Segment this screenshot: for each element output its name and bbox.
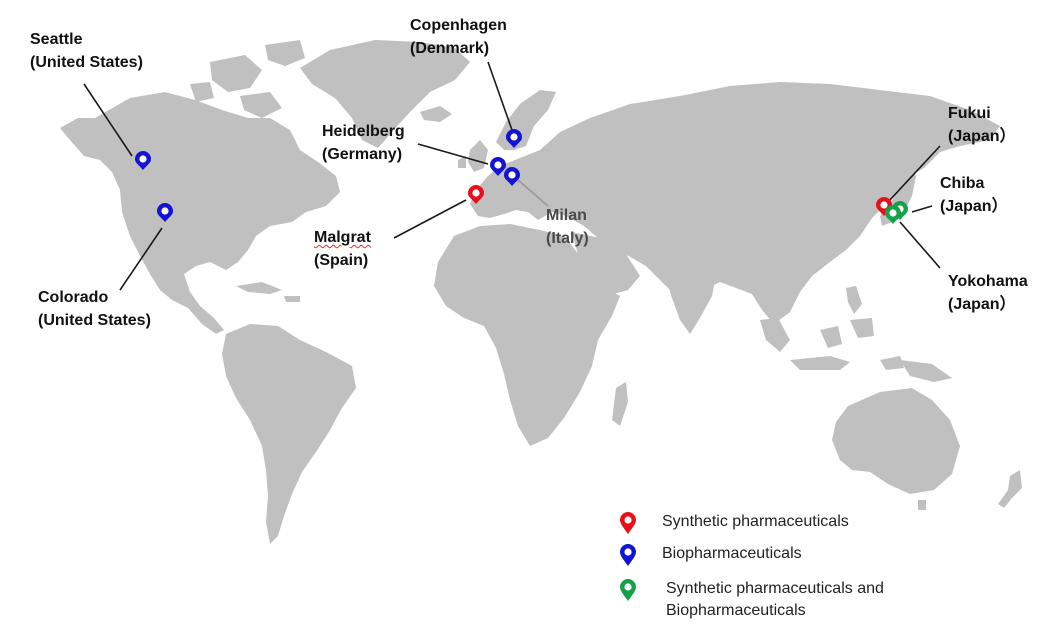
blue-pin-icon bbox=[620, 544, 636, 566]
colorado-country: (United States) bbox=[38, 312, 151, 329]
chiba-city: Chiba bbox=[940, 175, 985, 192]
malgrat-pin-marker bbox=[468, 185, 484, 204]
legend-label-synthetic: Synthetic pharmaceuticals bbox=[662, 513, 849, 530]
yokohama-label: Yokohama (Japan） bbox=[948, 270, 1028, 316]
chiba-leader-line bbox=[911, 205, 933, 213]
heidelberg-city: Heidelberg bbox=[322, 123, 405, 140]
milan-leader-line bbox=[517, 179, 549, 207]
philippines-landmass bbox=[846, 286, 862, 314]
uk-landmass bbox=[458, 140, 488, 172]
legend-label-both-line2: Biopharmaceuticals bbox=[666, 602, 806, 619]
copenhagen-pin-marker bbox=[506, 129, 522, 148]
red-pin-icon bbox=[620, 512, 636, 534]
copenhagen-leader-line bbox=[487, 61, 513, 131]
arctic-islands-landmass bbox=[190, 40, 305, 118]
indonesia-landmass bbox=[760, 318, 904, 370]
malgrat-country: (Spain) bbox=[314, 252, 369, 269]
legend-item-both: Synthetic pharmaceuticals and Biopharmac… bbox=[618, 578, 884, 622]
malgrat-city: Malgrat bbox=[314, 229, 371, 246]
heidelberg-leader-line bbox=[417, 143, 489, 165]
malgrat-leader-line bbox=[393, 199, 467, 239]
fukui-label: Fukui (Japan） bbox=[948, 102, 1016, 148]
north-america-landmass bbox=[70, 92, 340, 334]
milan-label: Milan (Italy) bbox=[546, 204, 589, 250]
malgrat-label: Malgrat (Spain) bbox=[314, 226, 371, 272]
australia-landmass bbox=[832, 388, 960, 494]
south-america-landmass bbox=[222, 324, 356, 544]
greenland-landmass bbox=[300, 40, 470, 148]
chiba-label: Chiba (Japan） bbox=[940, 172, 1008, 218]
alaska-landmass bbox=[60, 118, 95, 140]
colorado-pin-marker bbox=[157, 203, 173, 222]
fukui-city: Fukui bbox=[948, 105, 991, 122]
milan-city: Milan bbox=[546, 207, 587, 224]
green-pin-icon bbox=[620, 579, 636, 601]
caribbean-landmass bbox=[236, 282, 300, 302]
africa-landmass bbox=[434, 224, 620, 446]
colorado-label: Colorado (United States) bbox=[38, 286, 151, 332]
copenhagen-city: Copenhagen bbox=[410, 17, 507, 34]
copenhagen-country: (Denmark) bbox=[410, 40, 490, 57]
colorado-city: Colorado bbox=[38, 289, 109, 306]
seattle-pin-marker bbox=[135, 151, 151, 170]
seattle-country: (United States) bbox=[30, 54, 143, 71]
scandinavia-landmass bbox=[496, 90, 556, 150]
seattle-leader-line bbox=[83, 83, 133, 157]
seattle-city: Seattle bbox=[30, 31, 83, 48]
yokohama-country: (Japan） bbox=[948, 296, 1016, 313]
colorado-leader-line bbox=[119, 227, 163, 291]
heidelberg-pin-marker bbox=[490, 157, 506, 176]
legend-item-synthetic: Synthetic pharmaceuticals bbox=[618, 511, 849, 535]
heidelberg-country: (Germany) bbox=[322, 146, 403, 163]
iceland-landmass bbox=[420, 106, 452, 122]
eurasia-landmass bbox=[470, 82, 1000, 324]
yokohama-pin-marker bbox=[885, 205, 901, 224]
legend-item-bio: Biopharmaceuticals bbox=[618, 543, 802, 567]
seattle-label: Seattle (United States) bbox=[30, 28, 143, 74]
legend-label-bio: Biopharmaceuticals bbox=[662, 545, 802, 562]
chiba-country: (Japan） bbox=[940, 198, 1008, 215]
legend-label-both-line1: Synthetic pharmaceuticals and bbox=[666, 580, 884, 597]
milan-pin-marker bbox=[504, 167, 520, 186]
yokohama-leader-line bbox=[899, 221, 941, 269]
madagascar-landmass bbox=[612, 382, 628, 426]
fukui-country: (Japan） bbox=[948, 128, 1016, 145]
arabia-landmass bbox=[572, 232, 640, 296]
heidelberg-label: Heidelberg (Germany) bbox=[322, 120, 405, 166]
yokohama-city: Yokohama bbox=[948, 273, 1028, 290]
copenhagen-label: Copenhagen (Denmark) bbox=[410, 14, 507, 60]
milan-country: (Italy) bbox=[546, 230, 589, 247]
new-guinea-landmass bbox=[900, 360, 952, 382]
fukui-leader-line bbox=[887, 145, 941, 203]
india-landmass bbox=[666, 262, 716, 334]
